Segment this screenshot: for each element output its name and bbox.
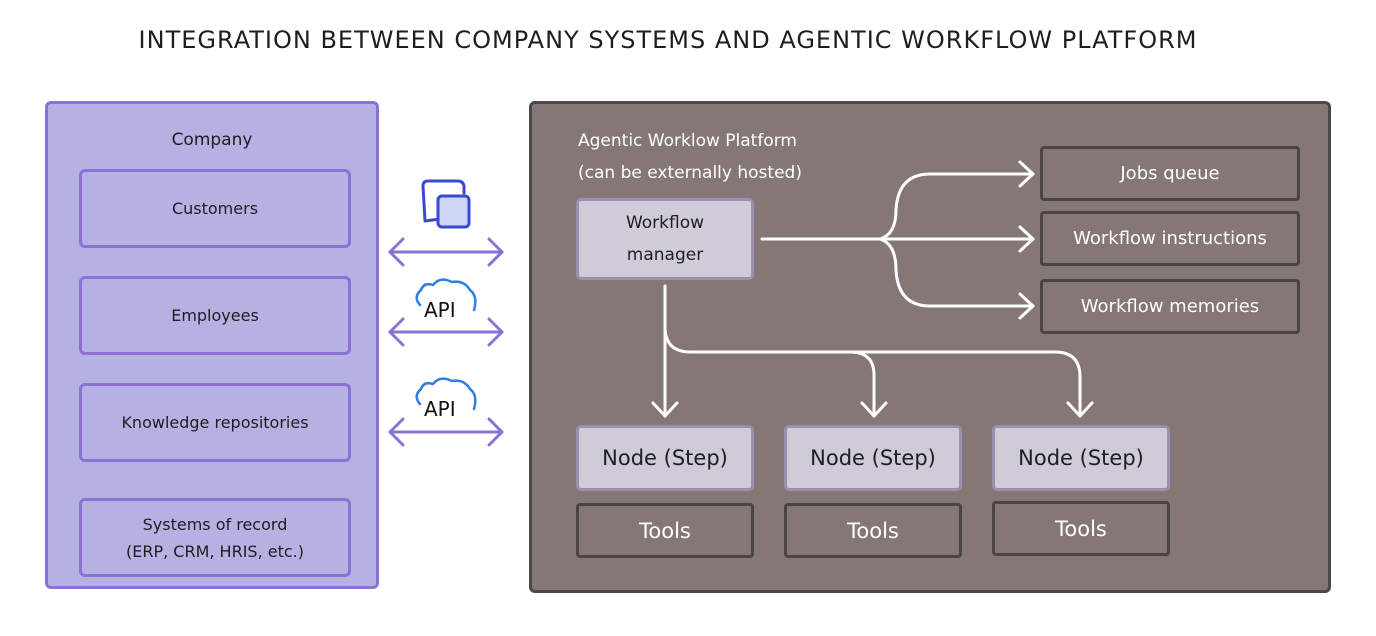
node-step-3: Node (Step): [992, 425, 1170, 491]
platform-container: [529, 101, 1331, 593]
store-workflow-instructions: Workflow instructions: [1040, 211, 1300, 266]
platform-label-line1: Agentic Worklow Platform: [578, 131, 797, 151]
tools-box-2: Tools: [784, 503, 962, 558]
store-label: Workflow instructions: [1073, 228, 1267, 249]
cloud-icon: [415, 278, 477, 312]
tools-label: Tools: [639, 518, 691, 543]
bidirectional-arrow-1: [388, 237, 504, 267]
platform-label-line2: (can be externally hosted): [578, 163, 802, 183]
cloud-icon: [415, 377, 477, 411]
tools-box-3: Tools: [992, 501, 1170, 556]
workflow-manager-line1: Workflow: [625, 213, 705, 233]
arrow-to-node-2: [663, 328, 876, 418]
store-label: Jobs queue: [1120, 163, 1220, 184]
company-item-label-line2: (ERP, CRM, HRIS, etc.): [126, 541, 304, 561]
company-container: Company Customers Employees Knowledge re…: [45, 101, 379, 589]
api-label: API: [424, 397, 456, 421]
arrow-to-node-3: [848, 350, 1082, 418]
node-label: Node (Step): [602, 446, 728, 470]
workflow-manager-line2: manager: [626, 245, 704, 265]
arrow-to-jobs-queue: [878, 172, 1035, 241]
store-jobs-queue: Jobs queue: [1040, 146, 1300, 201]
arrow-to-memories: [878, 237, 1035, 308]
chat-icon: [421, 179, 471, 229]
diagram-title: Integration Between Company Systems and …: [138, 26, 1198, 54]
company-item-customers: Customers: [79, 169, 351, 248]
company-item-label: Employees: [171, 306, 259, 325]
store-workflow-memories: Workflow memories: [1040, 279, 1300, 334]
api-label: API: [424, 298, 456, 322]
platform-label: Agentic Worklow Platform (can be externa…: [578, 125, 802, 189]
company-item-label-line1: Systems of record: [142, 514, 288, 534]
node-label: Node (Step): [1018, 446, 1144, 470]
workflow-manager: Workflow manager: [576, 198, 754, 280]
bidirectional-arrow-2: [388, 317, 504, 347]
company-item-label: Knowledge repositories: [121, 413, 309, 432]
node-step-1: Node (Step): [576, 425, 754, 491]
tools-box-1: Tools: [576, 503, 754, 558]
company-label: Company: [171, 130, 253, 150]
store-label: Workflow memories: [1080, 296, 1260, 317]
company-item-employees: Employees: [79, 276, 351, 355]
company-item-systems-of-record: Systems of record (ERP, CRM, HRIS, etc.): [79, 498, 351, 577]
node-label: Node (Step): [810, 446, 936, 470]
tools-label: Tools: [847, 518, 899, 543]
tools-label: Tools: [1055, 516, 1107, 541]
bidirectional-arrow-3: [388, 417, 504, 447]
company-item-knowledge: Knowledge repositories: [79, 383, 351, 462]
company-item-label: Customers: [171, 199, 259, 218]
node-step-2: Node (Step): [784, 425, 962, 491]
